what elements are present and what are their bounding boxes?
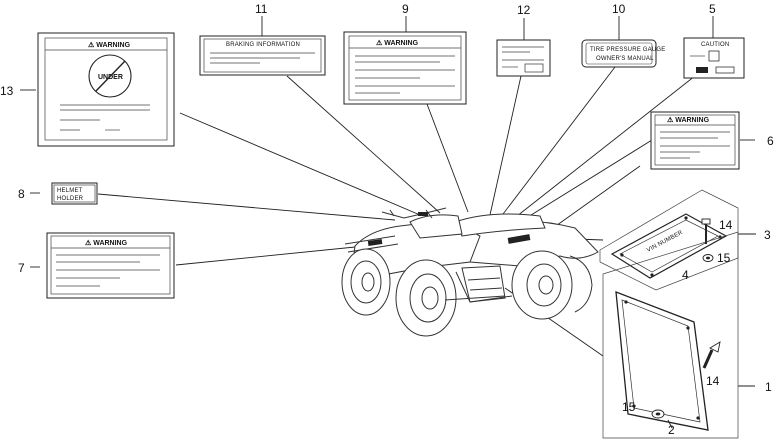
label-13-warning-under: ⚠ WARNING UNDER	[37, 32, 175, 147]
callout-14a: 14	[719, 218, 733, 232]
callout-13: 13	[0, 84, 14, 98]
callout-8: 8	[18, 187, 25, 201]
callout-14b: 14	[706, 374, 720, 388]
callout-9: 9	[402, 2, 409, 16]
helmet-line1: HELMET	[57, 188, 83, 194]
callout-numbers: 13 11 9 12 10 5 6 8 7 3 14 15 4 1 14 15 …	[0, 2, 774, 437]
callout-7: 7	[18, 261, 25, 275]
caution-text: CAUTION	[701, 42, 729, 48]
tire-pressure-line1: TIRE PRESSURE GAUGE	[590, 47, 665, 53]
callout-10: 10	[612, 2, 626, 16]
under-text: UNDER	[98, 74, 123, 81]
label-8-helmet-holder: HELMET HOLDER	[51, 182, 98, 205]
plate-3-kit: VIN NUMBER	[599, 189, 739, 291]
warning-text-6: ⚠ WARNING	[667, 116, 710, 124]
atv-illustration	[341, 207, 599, 337]
label-7-warning: ⚠ WARNING	[46, 232, 175, 299]
warning-text-7: ⚠ WARNING	[85, 239, 128, 247]
tire-pressure-line2: OWNER'S MANUAL	[596, 56, 654, 62]
label-12	[496, 39, 551, 77]
label-11-braking-information: BRAKING INFORMATION	[199, 35, 326, 76]
label-10-tire-pressure: TIRE PRESSURE GAUGE OWNER'S MANUAL	[581, 39, 665, 68]
callout-2: 2	[668, 423, 675, 437]
callout-12: 12	[517, 3, 531, 17]
plate-1	[602, 231, 739, 439]
callout-5: 5	[709, 2, 716, 16]
callout-4: 4	[682, 268, 689, 282]
label-9-warning: ⚠ WARNING	[343, 31, 467, 105]
warning-text-9: ⚠ WARNING	[376, 39, 419, 47]
warning-text-13: ⚠ WARNING	[88, 41, 131, 49]
helmet-line2: HOLDER	[57, 196, 84, 202]
label-5-caution: CAUTION	[683, 37, 745, 79]
braking-info-text: BRAKING INFORMATION	[226, 42, 300, 48]
callout-15a: 15	[717, 251, 731, 265]
leader-lines	[20, 16, 756, 387]
callout-6: 6	[767, 134, 774, 148]
callout-3: 3	[764, 228, 771, 242]
callout-11: 11	[255, 2, 268, 16]
callout-1: 1	[765, 380, 772, 394]
callout-15b: 15	[622, 400, 636, 414]
label-6-warning: ⚠ WARNING	[650, 111, 740, 170]
